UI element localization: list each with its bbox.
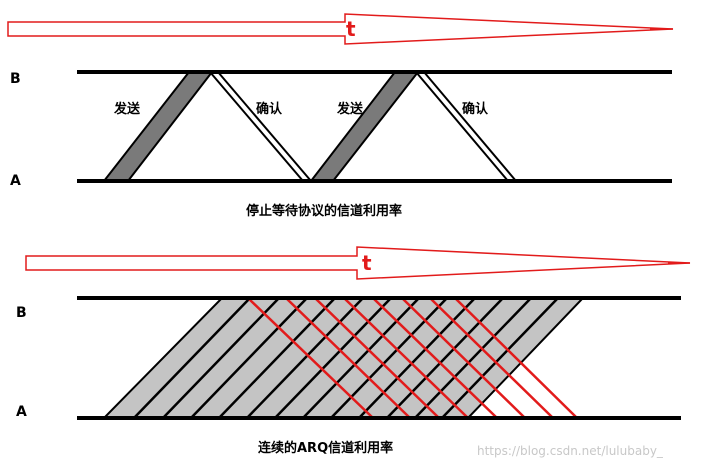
- ack-line-red: [429, 297, 554, 419]
- ack-lines-red: [247, 297, 578, 419]
- frame-divider: [274, 297, 392, 419]
- frame-divider: [218, 297, 336, 419]
- frame-divider: [302, 297, 420, 419]
- frame-divider: [246, 297, 364, 419]
- ack-label-2: 确认: [462, 101, 489, 117]
- ack-line-red: [314, 297, 440, 419]
- ack-line-red: [372, 297, 498, 419]
- ack-line-red: [401, 297, 526, 419]
- frame-divider: [162, 297, 280, 419]
- frame-divider: [414, 297, 532, 419]
- ack-line-2a: [415, 71, 509, 182]
- ack-line-2b: [423, 71, 517, 182]
- time-arrow-bottom-label: t: [362, 251, 372, 275]
- frame-divider: [358, 297, 476, 419]
- caption-top: 停止等待协议的信道利用率: [246, 203, 402, 219]
- ack-line-red: [454, 297, 578, 419]
- frame-divider: [330, 297, 448, 419]
- ack-line-red: [285, 297, 411, 419]
- send-label-2: 发送: [336, 101, 364, 117]
- send-frame-1: [101, 71, 215, 182]
- send-label-1: 发送: [113, 101, 141, 117]
- watermark: https://blog.csdn.net/lulubaby_: [477, 444, 664, 458]
- frame-divider: [441, 297, 559, 419]
- node-a-label-bottom: A: [16, 404, 27, 420]
- time-arrow-top: [7, 13, 674, 45]
- ack-line-red: [343, 297, 469, 419]
- node-b-label-bottom: B: [16, 305, 27, 321]
- continuous-frames-band: [101, 297, 586, 419]
- time-arrow-bottom: [25, 246, 691, 280]
- ack-label-1: 确认: [256, 101, 283, 117]
- node-b-label-top: B: [10, 71, 21, 87]
- time-arrow-top-label: t: [346, 17, 356, 41]
- frame-divider: [133, 297, 251, 419]
- ack-line-red: [247, 297, 374, 419]
- ack-line-1b: [217, 71, 312, 182]
- node-a-label-top: A: [10, 173, 21, 189]
- frame-divider: [190, 297, 308, 419]
- ack-line-1a: [209, 71, 304, 182]
- frame-divider: [386, 297, 504, 419]
- frame-dividers: [133, 297, 559, 419]
- caption-bottom: 连续的ARQ信道利用率: [258, 440, 393, 456]
- send-frame-2: [308, 71, 421, 182]
